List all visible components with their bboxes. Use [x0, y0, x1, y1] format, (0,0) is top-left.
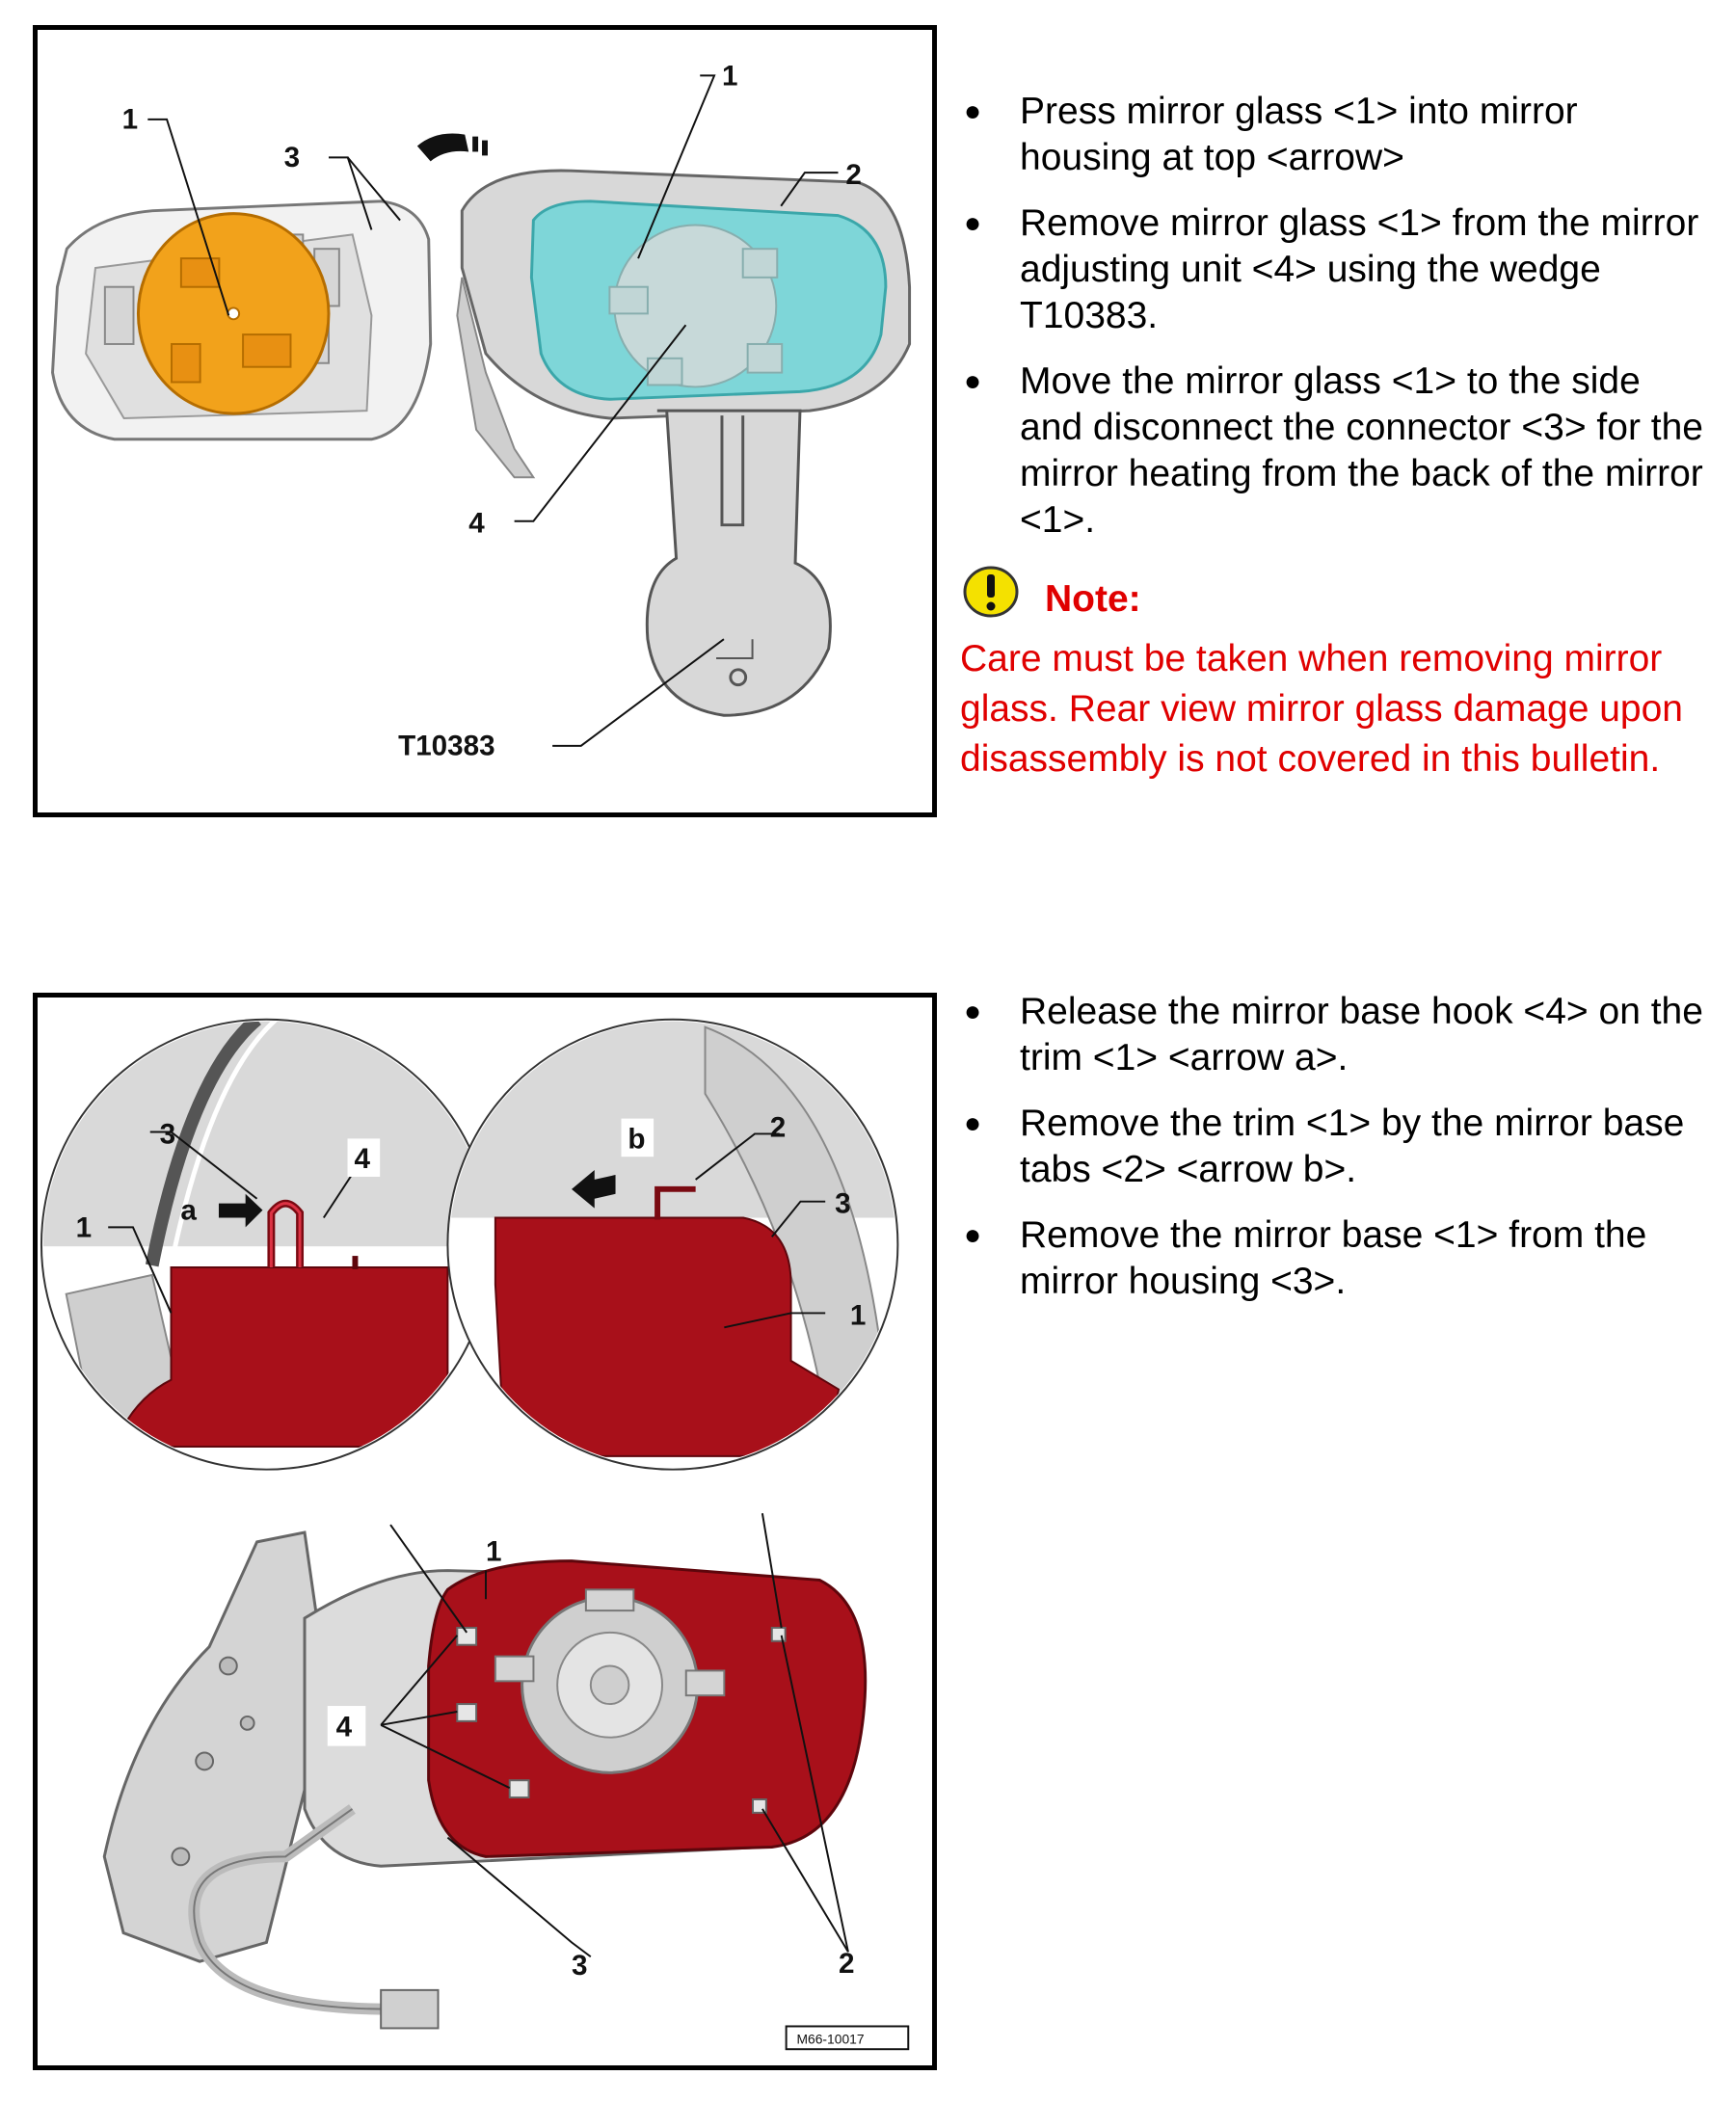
trim-highlight-left: [112, 1265, 449, 1448]
callout-mirror-glass: 1: [122, 104, 138, 136]
mirror-mount-shape: [102, 1530, 326, 1963]
bullet-dot-icon: ●: [964, 1107, 982, 1139]
figure-stamp: M66-10017: [797, 2031, 865, 2046]
step-item: ● Press mirror glass <1> into mirror hous…: [960, 89, 1712, 181]
figure-mirror-glass-removal: 1 3 1 2 4 T10383: [33, 25, 937, 817]
mirror-adjusting-unit: [608, 224, 784, 388]
callout-housing-right: 3: [835, 1188, 851, 1220]
press-arrow-icon: [416, 133, 488, 162]
callout-trim-left: 1: [76, 1211, 93, 1243]
wedge-tool-shape: [645, 409, 832, 717]
bullet-dot-icon: ●: [964, 95, 982, 127]
bullet-dot-icon: ●: [964, 1219, 982, 1251]
callout-mirror-housing: 3: [572, 1950, 588, 1982]
step-text: Remove the trim <1> by the mirror base t…: [1020, 1103, 1685, 1190]
callout-housing-left: 3: [160, 1118, 176, 1150]
step-list-1: ● Press mirror glass <1> into mirror hous…: [960, 89, 1712, 544]
wedge-tool-hole: [729, 668, 748, 687]
step-text: Release the mirror base hook <4> on the …: [1020, 991, 1703, 1078]
warning-exclamation-icon: [963, 566, 1019, 618]
step-text: Press mirror glass <1> into mirror housi…: [1020, 91, 1578, 178]
trim-highlight-right: [494, 1216, 841, 1457]
callout-wedge-tool: T10383: [398, 731, 494, 762]
leader-lines: [108, 1131, 849, 1958]
figure-1-illustration: 1 3 1 2 4 T10383: [51, 60, 912, 762]
leader-lines: [147, 74, 839, 747]
callout-base-tabs: 2: [839, 1948, 855, 1980]
step-text: Move the mirror glass <1> to the side an…: [1020, 360, 1703, 541]
bullet-dot-icon: ●: [964, 365, 982, 397]
instructions-mirror-glass: ● Press mirror glass <1> into mirror hous…: [960, 89, 1712, 785]
step-item: ● Remove mirror glass <1> from the mirror…: [960, 200, 1712, 339]
wedge-tool-mark: [716, 639, 754, 659]
callout-base-hooks: 4: [336, 1712, 353, 1743]
callout-box: [621, 1118, 654, 1157]
callout-arrow-a: a: [180, 1194, 197, 1226]
step-item: ● Remove the mirror base <1> from the mir…: [960, 1212, 1712, 1305]
step-list-2: ● Release the mirror base hook <4> on the…: [960, 989, 1712, 1305]
note-header: Note:: [960, 563, 1712, 632]
callout-connector: 3: [284, 142, 300, 173]
step-item: ● Release the mirror base hook <4> on the…: [960, 989, 1712, 1081]
callout-trim-right: 1: [850, 1299, 867, 1331]
step-text: Remove the mirror base <1> from the mirr…: [1020, 1214, 1647, 1302]
step-item: ● Remove the trim <1> by the mirror base …: [960, 1101, 1712, 1193]
note-text: Care must be taken when removing mirror …: [960, 638, 1683, 780]
callout-adjusting-unit: 4: [468, 508, 485, 540]
detail-hook-content: [42, 1021, 490, 1448]
callout-mirror-base: 1: [486, 1536, 502, 1568]
bullet-dot-icon: ●: [964, 996, 982, 1027]
callout-arrow-b: b: [628, 1123, 645, 1155]
connector-plug: [380, 1988, 440, 2030]
mount-holes: [171, 1656, 255, 1867]
callout-box: [327, 1706, 366, 1746]
step-text: Remove mirror glass <1> from the mirror …: [1020, 202, 1699, 336]
instructions-mirror-base: ● Release the mirror base hook <4> on the…: [960, 989, 1712, 1324]
callout-mirror-glass-front: 1: [722, 60, 737, 92]
bullet-dot-icon: ●: [964, 207, 982, 239]
arrow-b-icon: [572, 1170, 616, 1209]
callout-box: [347, 1138, 381, 1177]
arrow-a-icon: [218, 1193, 263, 1228]
figure-2-illustration: 3 4 a 1 2 b 3 1 1 4 3 2 M66-10017: [40, 1018, 910, 2051]
callout-tabs-right: 2: [770, 1111, 787, 1143]
callout-mirror-housing: 2: [845, 159, 861, 191]
connector-cable-outline: [193, 1808, 391, 2010]
detail-tabs-content: [449, 1021, 896, 1457]
wedge-tool-slot: [720, 415, 745, 527]
figure-stamp-box: [785, 2025, 910, 2051]
mirror-stem: [456, 277, 536, 479]
note-label: Note:: [1045, 578, 1141, 620]
figure-mirror-base-removal: 3 4 a 1 2 b 3 1 1 4 3 2 M66-10017: [33, 993, 937, 2070]
connector-details: [171, 257, 292, 384]
callout-hook: 4: [354, 1143, 370, 1175]
adjusting-unit: [494, 1588, 726, 1774]
step-item: ● Move the mirror glass <1> to the side a…: [960, 359, 1712, 544]
